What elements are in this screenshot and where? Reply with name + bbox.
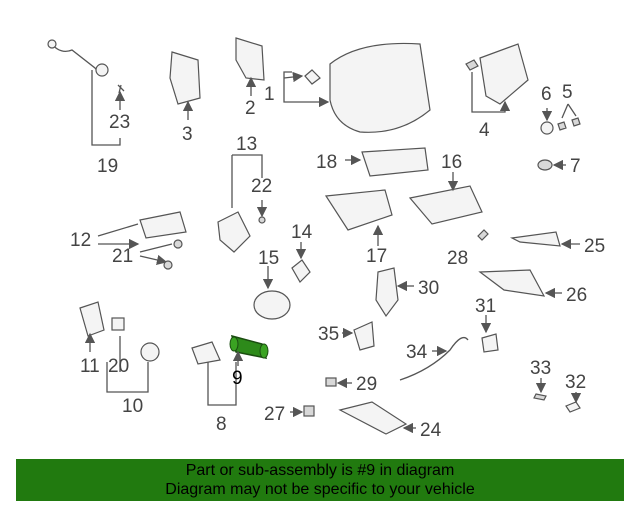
part-18-bracket: [361, 147, 429, 177]
part-8-housing: [191, 341, 221, 365]
footer-banner: Part or sub-assembly is #9 in diagram Di…: [16, 459, 624, 501]
part-11-bracket: [79, 301, 105, 337]
callout-24: 24: [420, 420, 442, 441]
callout-18: 18: [316, 152, 337, 173]
part-13-switch: [217, 211, 251, 253]
callout-26: 26: [566, 285, 587, 306]
callout-7: 7: [570, 156, 581, 177]
callout-34: 34: [406, 342, 428, 363]
callout-10: 10: [122, 396, 143, 417]
callout-2: 2: [245, 98, 256, 119]
callout-12: 12: [70, 230, 91, 251]
parts-diagram: 1 2 3 4 5 6 7 8 9 10 11 12 13 14 15 16 1…: [47, 37, 605, 441]
part-6-button: [540, 121, 554, 135]
part-33-clip: [533, 393, 547, 401]
part-3-bracket: [169, 51, 201, 105]
callout-5: 5: [562, 82, 573, 103]
part-14-lighter: [291, 259, 311, 283]
callout-28: 28: [447, 248, 468, 269]
part-32-clip: [565, 401, 581, 413]
part-10-socket: [140, 342, 160, 362]
callout-35: 35: [318, 324, 339, 345]
callout-1: 1: [264, 84, 275, 105]
callout-21: 21: [112, 246, 133, 267]
part-15-socket: [253, 290, 291, 320]
callout-33: 33: [530, 358, 551, 379]
part-12-switch: [139, 211, 187, 239]
part-4-shift-panel: [479, 43, 529, 105]
callout-6: 6: [541, 84, 552, 105]
part-25-strip: [509, 231, 561, 247]
part-17-tray: [324, 189, 393, 231]
callout-9: 9: [232, 368, 243, 389]
part-20-clip: [111, 317, 125, 331]
callout-8: 8: [216, 414, 227, 435]
callout-20: 20: [108, 356, 129, 377]
part-5-clips: [557, 117, 581, 131]
callout-4: 4: [479, 120, 490, 141]
part-30-shift-knob: [375, 267, 399, 318]
callout-23: 23: [109, 112, 130, 133]
callout-11: 11: [80, 356, 100, 377]
leader-19: [91, 70, 121, 146]
callout-3: 3: [182, 124, 193, 145]
callout-30: 30: [418, 278, 439, 299]
callout-29: 29: [356, 374, 377, 395]
part-7-cap: [537, 159, 553, 171]
callout-14: 14: [291, 222, 313, 243]
callout-31: 31: [475, 296, 496, 317]
callout-32: 32: [565, 372, 586, 393]
part-35-boot: [353, 321, 375, 351]
leader-4: [471, 72, 511, 113]
part-27-clip: [303, 405, 315, 417]
part-28-pin: [477, 229, 489, 241]
part-19-cable: [47, 39, 125, 94]
part-16-tray: [408, 185, 483, 225]
part-34-cable: [399, 336, 469, 381]
footer-line-1: Part or sub-assembly is #9 in diagram: [185, 462, 455, 479]
callout-15: 15: [258, 248, 279, 269]
part-29-clip: [325, 377, 337, 387]
callout-22: 22: [251, 176, 272, 197]
callout-17: 17: [366, 246, 387, 267]
part-31-clip: [481, 333, 499, 353]
callout-labels: 1 2 3 4 5 6 7 8 9 10 11 12 13 14 15 16 1…: [70, 82, 605, 441]
callout-27: 27: [264, 404, 285, 425]
footer-line-2: Diagram may not be specific to your vehi…: [165, 481, 475, 498]
part-1-clip: [304, 69, 321, 85]
part-24-trim: [338, 401, 408, 435]
leader-1: [283, 71, 330, 108]
part-9-highlighted: [229, 334, 269, 366]
part-1-console: [329, 42, 431, 133]
part-26-panel: [478, 269, 546, 297]
part-2-panel: [235, 37, 265, 81]
callout-19: 19: [97, 156, 118, 177]
callout-16: 16: [441, 152, 462, 173]
callout-13: 13: [236, 134, 257, 155]
callout-25: 25: [584, 236, 605, 257]
